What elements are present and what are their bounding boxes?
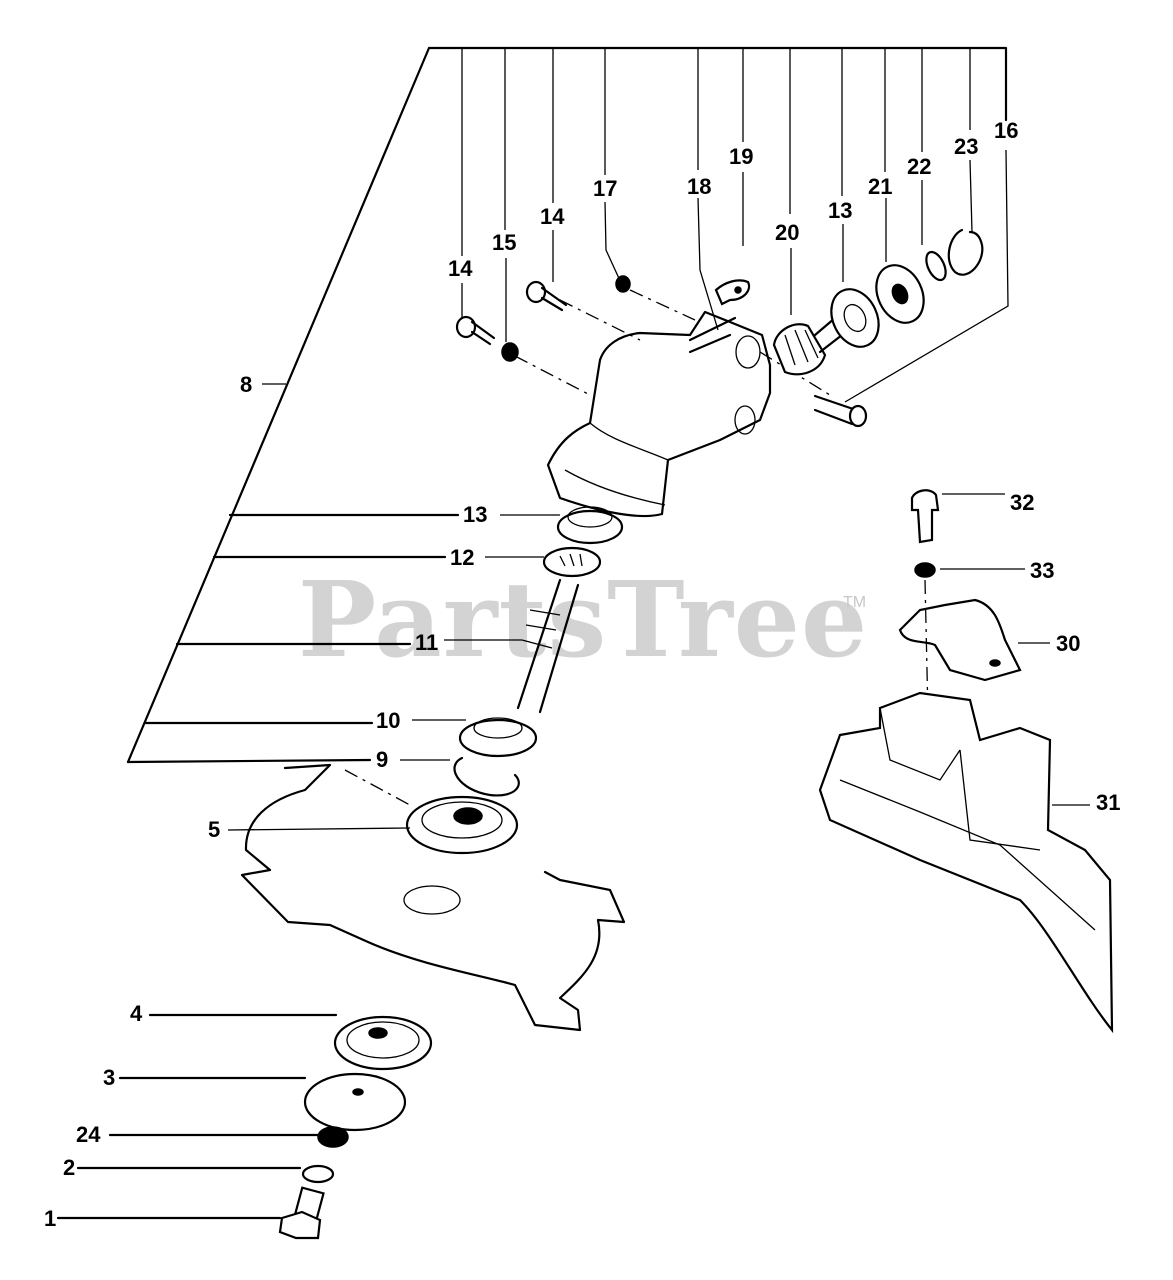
assembly-bracket-lines (126, 46, 1009, 764)
callout-12[interactable]: 12 (450, 545, 475, 570)
callout-33[interactable]: 33 (1030, 558, 1055, 583)
callout-23[interactable]: 23 (954, 134, 979, 159)
callout-4[interactable]: 4 (130, 1001, 143, 1026)
blade-assembly (240, 763, 626, 1032)
leader-lines-lower (56, 827, 411, 1220)
callout-13a[interactable]: 13 (828, 198, 853, 223)
callout-30[interactable]: 30 (1056, 631, 1081, 656)
callout-5[interactable]: 5 (208, 817, 221, 842)
drive-gear-parts (772, 228, 984, 428)
callout-2[interactable]: 2 (63, 1155, 76, 1180)
spindle-stack (453, 506, 624, 797)
callout-18[interactable]: 18 (687, 174, 712, 199)
watermark-trademark: TM (843, 594, 867, 611)
callout-10[interactable]: 10 (376, 708, 401, 733)
callout-20[interactable]: 20 (775, 220, 800, 245)
gear-case-drawing (514, 289, 831, 518)
callout-13b[interactable]: 13 (463, 502, 488, 527)
callout-16[interactable]: 16 (994, 118, 1019, 143)
watermark-text: PartsTree (298, 558, 869, 681)
guard-assembly (818, 489, 1114, 1034)
callout-31[interactable]: 31 (1096, 790, 1121, 815)
callout-9[interactable]: 9 (376, 747, 389, 772)
callout-22[interactable]: 22 (907, 154, 932, 179)
callout-24[interactable]: 24 (76, 1122, 101, 1147)
callout-19[interactable]: 19 (729, 144, 754, 169)
callout-1[interactable]: 1 (44, 1206, 57, 1231)
blade-fasteners (278, 1015, 433, 1240)
callout-17[interactable]: 17 (593, 176, 618, 201)
callout-14b[interactable]: 14 (540, 204, 565, 229)
callout-21[interactable]: 21 (868, 174, 893, 199)
callout-3[interactable]: 3 (103, 1065, 116, 1090)
callout-8[interactable]: 8 (240, 372, 253, 397)
callout-11[interactable]: 11 (415, 630, 439, 655)
callout-14a[interactable]: 14 (448, 256, 473, 281)
fasteners-top (455, 275, 751, 362)
callout-32[interactable]: 32 (1010, 490, 1035, 515)
callout-15[interactable]: 15 (492, 230, 517, 255)
